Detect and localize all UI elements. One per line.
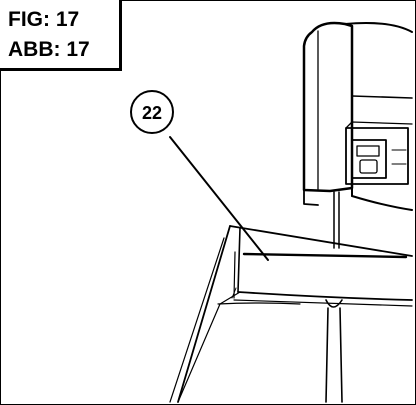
figure-number-label: FIG: 17 [8,8,80,31]
figure-number-label-alt: ABB: 17 [8,38,90,61]
callout-22-circle [130,90,174,134]
table-tray [169,225,413,403]
callout-22-leader [169,136,269,261]
callout-22-number: 22 [142,103,162,123]
switch-panel [345,121,413,185]
figure-label-box: FIG: 17 ABB: 17 [0,0,122,71]
blade-post [333,191,340,249]
part-22-edge [242,252,408,259]
machine-housing [302,21,413,211]
